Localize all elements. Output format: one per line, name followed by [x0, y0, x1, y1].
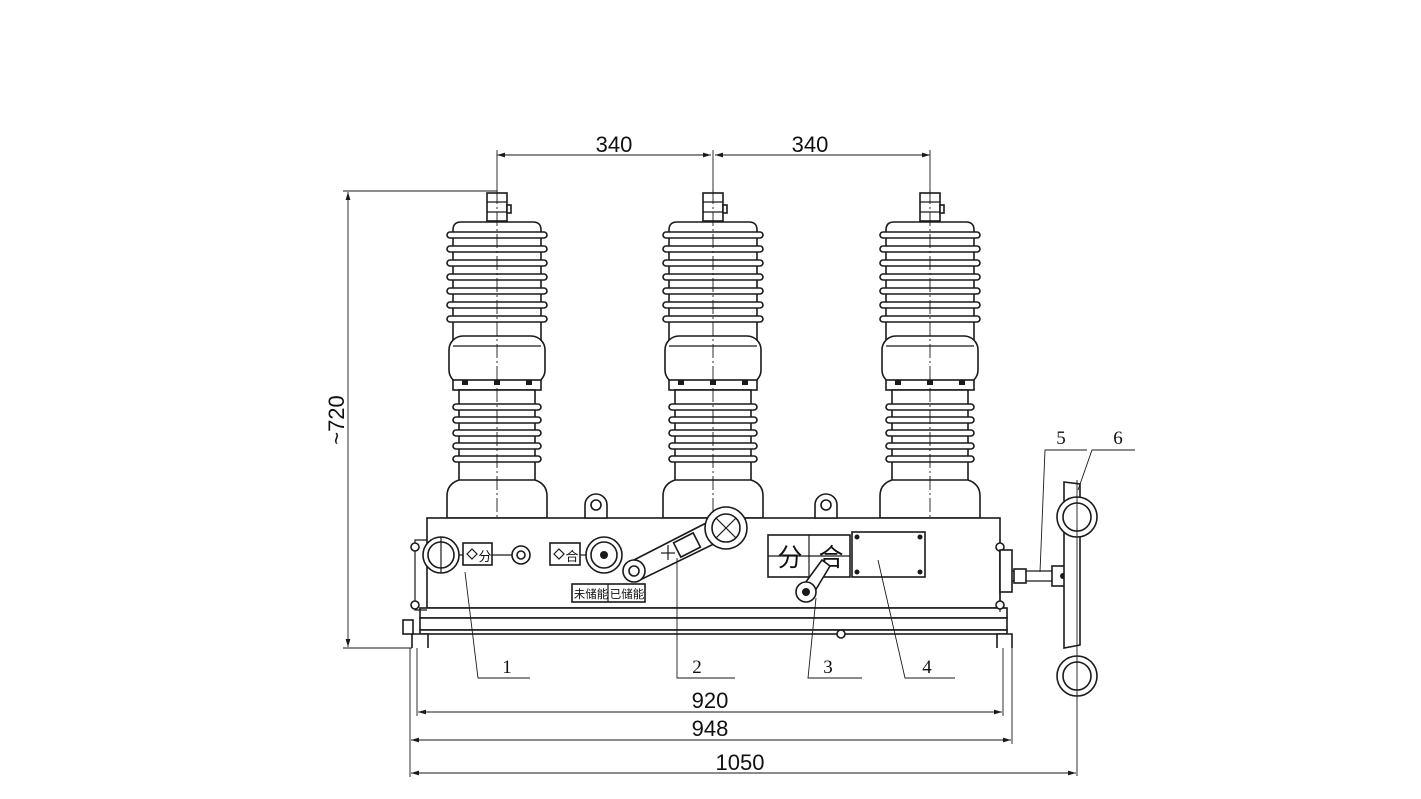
dim-height: ~720	[324, 395, 349, 445]
arm-indicator	[672, 531, 702, 559]
top-dimension: 340 340	[496, 132, 931, 195]
bottom-dimensions: 920 948 1050	[409, 648, 1076, 777]
insulator-right	[879, 190, 981, 520]
close-indicator-small	[549, 542, 581, 566]
insulator-middle	[662, 190, 764, 520]
dim-920: 920	[692, 688, 729, 713]
nameplate	[851, 531, 926, 578]
spring-uncharged-label: 未储能	[574, 587, 609, 601]
insulator-columns	[446, 190, 981, 520]
dim-948: 948	[692, 716, 729, 741]
open-indicator-text: 分	[777, 543, 802, 572]
part-number-5: 5	[1056, 428, 1066, 449]
part-number-2: 2	[692, 657, 702, 678]
dim-1050: 1050	[716, 750, 765, 775]
part-number-1: 1	[502, 657, 512, 678]
part-leaders: 1 2 3 4 5 6	[464, 428, 1135, 679]
part-number-6: 6	[1113, 428, 1123, 449]
front-panel: 分 合 未储能 已储能 分 合	[422, 506, 926, 603]
part-number-4: 4	[922, 657, 932, 678]
spring-charged-label: 已储能	[610, 587, 645, 601]
part-number-3: 3	[823, 657, 833, 678]
close-indicator-small-text: 合	[565, 550, 578, 565]
handwheel-assembly	[999, 480, 1098, 776]
insulator-left	[446, 190, 548, 520]
dim-340-right: 340	[792, 132, 829, 157]
open-indicator-small-text: 分	[478, 550, 491, 565]
dim-340-left: 340	[596, 132, 633, 157]
height-dimension: ~720	[324, 190, 497, 649]
